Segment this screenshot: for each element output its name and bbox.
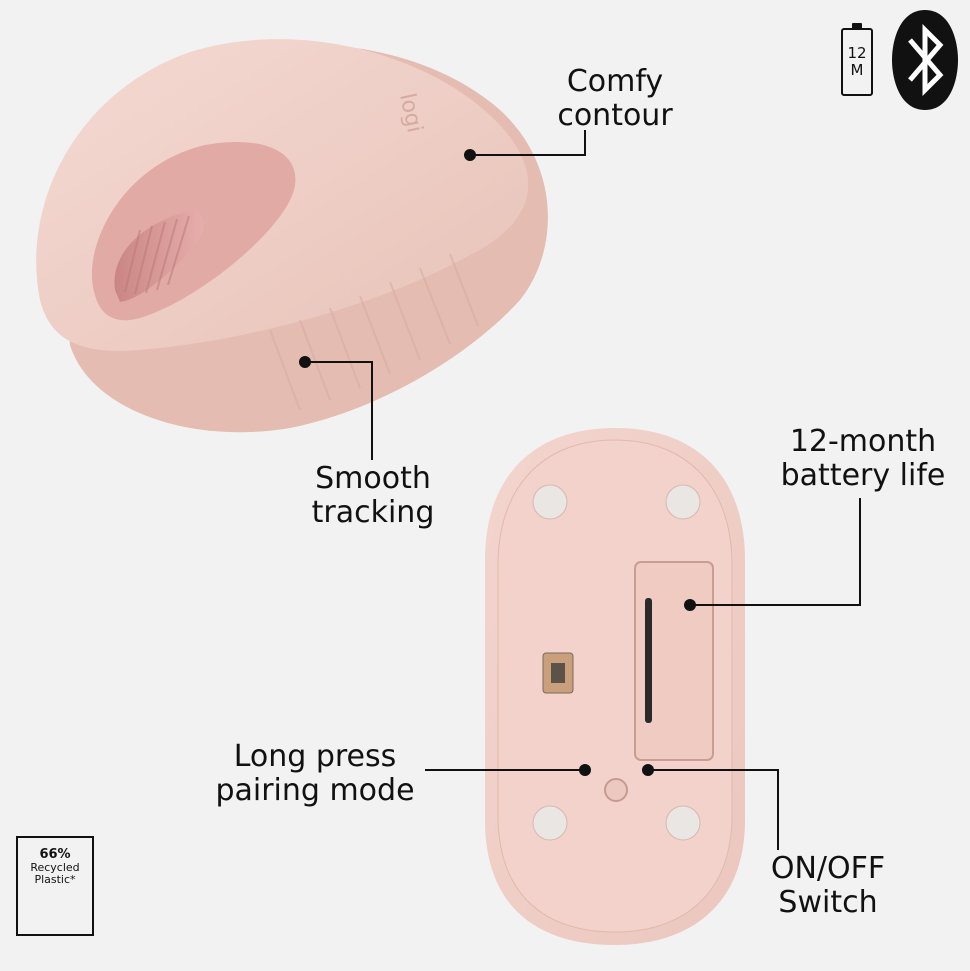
callout-smooth-tracking: Smooth tracking bbox=[311, 461, 435, 530]
callout-dot-switch bbox=[642, 764, 654, 776]
recycled-plastic-badge: 66% Recycled Plastic* bbox=[16, 836, 94, 936]
callout-dot-battery bbox=[684, 599, 696, 611]
callout-on-off-switch: ON/OFF Switch bbox=[770, 851, 886, 920]
battery-door bbox=[634, 561, 714, 761]
callout-dots bbox=[299, 149, 696, 776]
battery-badge-unit: M bbox=[850, 61, 864, 79]
pairing-button bbox=[604, 778, 628, 802]
foot-pad-bottom-right bbox=[665, 805, 701, 841]
recycled-label-line1: Recycled bbox=[30, 861, 80, 874]
mouse-top-grip-texture bbox=[269, 253, 479, 411]
callout-comfy-contour: Comfy contour bbox=[557, 64, 673, 133]
mouse-top-view: logi bbox=[36, 39, 548, 433]
foot-pad-top-right bbox=[665, 484, 701, 520]
callout-pairing-mode: Long press pairing mode bbox=[215, 739, 415, 808]
callout-line-comfy bbox=[470, 130, 586, 156]
foot-pad-bottom-left bbox=[532, 805, 568, 841]
callout-dot-smooth bbox=[299, 356, 311, 368]
optical-sensor-lens bbox=[551, 663, 565, 683]
scroll-wheel-ridges bbox=[124, 215, 190, 295]
recycled-label-line2: Plastic* bbox=[34, 873, 76, 886]
callout-line-switch bbox=[648, 769, 779, 850]
callout-line-smooth bbox=[305, 361, 373, 460]
scroll-wheel bbox=[114, 211, 204, 302]
battery-12m-icon: 12 M bbox=[841, 23, 873, 96]
recycled-percent: 66% bbox=[39, 847, 71, 862]
callout-dot-pairing bbox=[579, 764, 591, 776]
bluetooth-icon bbox=[892, 10, 958, 110]
receiver-slot bbox=[645, 598, 652, 723]
callout-battery-life: 12-month battery life bbox=[780, 424, 946, 493]
foot-pad-top-left bbox=[532, 484, 568, 520]
callout-lines bbox=[305, 130, 861, 850]
battery-badge-number: 12 bbox=[847, 44, 867, 62]
callout-dot-comfy bbox=[464, 149, 476, 161]
mouse-bottom-view bbox=[485, 428, 745, 945]
callout-line-battery bbox=[690, 498, 861, 606]
